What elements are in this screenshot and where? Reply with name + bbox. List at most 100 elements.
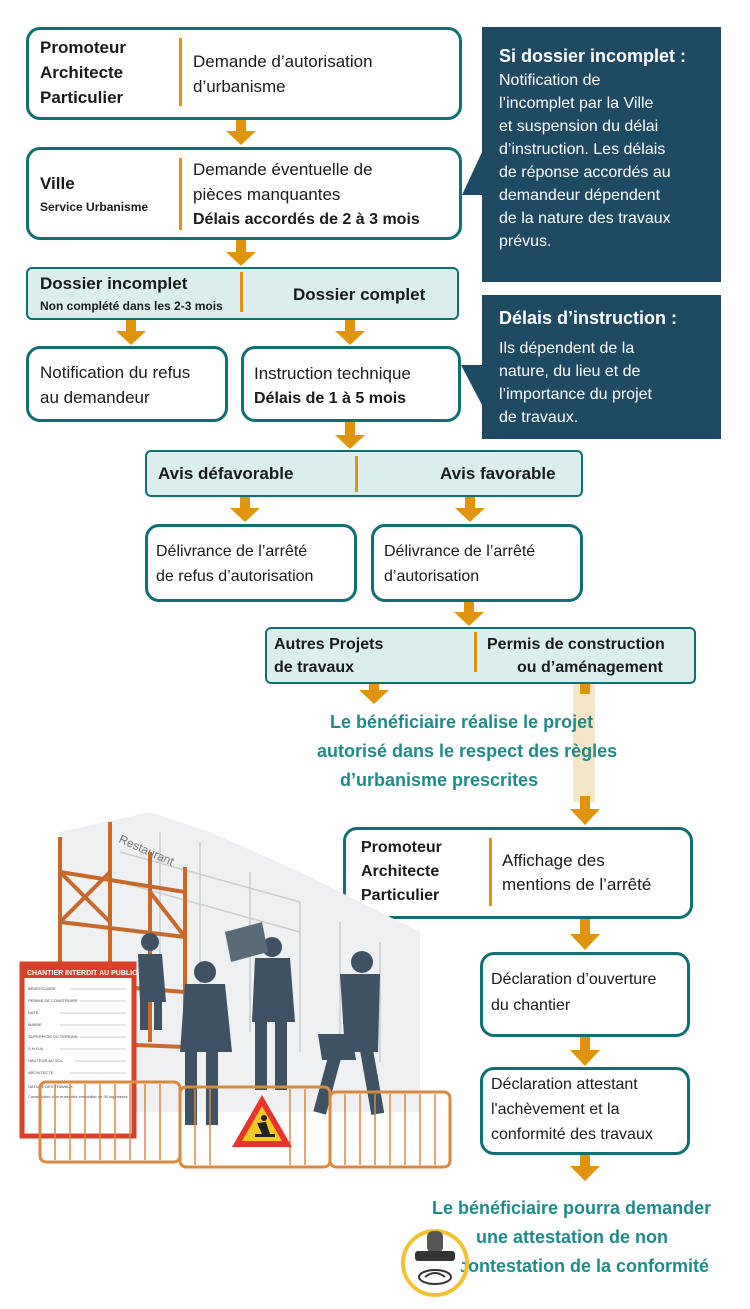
box-text: d’urbanisme [193, 77, 286, 96]
arrow-down [226, 240, 256, 266]
band-left-title: de travaux [274, 659, 355, 676]
separator [179, 158, 182, 230]
actor-line: Promoteur [361, 839, 442, 856]
connector-column [573, 684, 595, 802]
arrow-down [226, 120, 256, 145]
sign-footer: Construction d'un ensemble immobilier de… [28, 1094, 127, 1099]
box-completion [480, 1067, 690, 1155]
note-pointer [462, 150, 483, 195]
box-city-request [26, 147, 462, 240]
box-refusal-notice [26, 346, 228, 422]
arrow-down [230, 497, 260, 522]
actor-line: Particulier [361, 887, 440, 904]
final-line: une attestation de non [476, 1227, 669, 1247]
box-text: Instruction technique [254, 364, 411, 383]
box-text: Déclaration attestant [491, 1076, 638, 1093]
box-text: conformité des travaux [491, 1126, 653, 1143]
realise-line: autorisé dans le respect des règles [317, 741, 618, 761]
box-text: Déclaration d’ouverture [491, 971, 657, 988]
note-line: demandeur dépendent [499, 187, 661, 204]
note-line: de la nature des travaux [499, 210, 671, 227]
box-text: Délivrance de l’arrêté [384, 543, 536, 560]
note-delays: Délais d’instruction : Ils dépendent de … [482, 295, 721, 439]
note-line: l’importance du projet [499, 386, 652, 403]
band-left-title: Dossier incomplet [40, 274, 188, 293]
arrow-down [359, 684, 389, 704]
separator [240, 272, 243, 312]
note-title: Délais d’instruction : [499, 308, 678, 328]
band-right-title: Permis de construction [487, 636, 665, 653]
note-line: Ils dépendent de la [499, 340, 635, 357]
box-bold-text: Délais accordés de 2 à 3 mois [193, 211, 420, 228]
band-left-title: Avis défavorable [158, 464, 294, 483]
box-text: d’autorisation [384, 568, 480, 585]
arrow-down [570, 1155, 600, 1181]
arrow-down [335, 320, 365, 345]
band-left-title: Autres Projets [274, 636, 384, 653]
box-bold-text: Délais de 1 à 5 mois [254, 390, 407, 407]
sign-row: S.H.O.N. [28, 1046, 44, 1051]
box-applicant-request [26, 27, 462, 120]
sign-row: BÉNÉFICIAIRE [28, 986, 56, 991]
actor-line: Architecte [361, 863, 440, 880]
box-text: du chantier [491, 997, 571, 1014]
note-line: de réponse accordés au [499, 164, 671, 181]
note-line: Notification de [499, 72, 601, 89]
construction-illustration: Restaurant CHANTIER INTERDIT AU PUBLIC B… [19, 812, 452, 1169]
arrow-down [570, 796, 600, 825]
note-line: de travaux. [499, 409, 579, 426]
band-opinion [145, 450, 583, 497]
note-title: Si dossier incomplet : [499, 46, 687, 66]
band-right-title: Dossier complet [293, 285, 426, 304]
band-left-sub: Non complété dans les 2-3 mois [40, 299, 223, 313]
note-line: et suspension du délai [499, 118, 659, 135]
note-pointer [461, 365, 482, 405]
note-line: l’incomplet par la Ville [499, 95, 654, 112]
realise-line: d’urbanisme prescrites [340, 770, 539, 790]
box-text: pièces manquantes [193, 185, 341, 204]
box-text: mentions de l’arrêté [502, 875, 652, 894]
box-posting [343, 827, 693, 919]
separator [355, 456, 358, 492]
sign-row: PERMIS DE CONSTRUIRE [28, 998, 78, 1003]
note-line: nature, du lieu et de [499, 363, 641, 380]
sign-row: MAIRIE [28, 1022, 42, 1027]
box-text: Demande éventuelle de [193, 160, 373, 179]
final-line: Le bénéficiaire pourra demander [432, 1198, 712, 1218]
box-text: au demandeur [40, 388, 150, 407]
band-project-type [265, 627, 696, 684]
box-text: l'achèvement et la [491, 1101, 620, 1118]
box-refusal-decree [145, 524, 357, 602]
arrow-down [454, 602, 484, 626]
actor-sub: Service Urbanisme [40, 200, 149, 214]
final-line: contestation de la conformité [458, 1256, 710, 1276]
actor-line: Ville [40, 174, 75, 193]
sign-row: HAUTEUR AU SOL [28, 1058, 64, 1063]
actor-line: Particulier [40, 88, 124, 107]
note-incomplete: Si dossier incomplet : Notification de l… [482, 27, 721, 282]
realise-line: Le bénéficiaire réalise le projet [330, 712, 594, 732]
arrow-down [570, 1037, 600, 1066]
note-line: d’instruction. Les délais [499, 141, 666, 158]
separator [489, 838, 492, 906]
box-text: Délivrance de l’arrêté [156, 543, 308, 560]
sign-row: DATE [28, 1010, 39, 1015]
sign-title: CHANTIER INTERDIT AU PUBLIC [27, 970, 137, 977]
box-site-opening [480, 952, 690, 1037]
band-right-title: Avis favorable [440, 464, 556, 483]
box-text: Affichage des [502, 851, 605, 870]
box-authorization-decree [371, 524, 583, 602]
sign-row: NATURE DES TRAVAUX [28, 1084, 73, 1089]
note-line: prévus. [499, 233, 552, 250]
sign-row: ARCHITECTE [28, 1070, 54, 1075]
band-right-title: ou d’aménagement [517, 659, 663, 676]
arrow-down [570, 919, 600, 950]
arrow-down [580, 684, 590, 694]
box-text: Demande d’autorisation [193, 52, 373, 71]
sign-row: SUPERFICIE DU TERRAIN [28, 1034, 78, 1039]
arrow-down [116, 320, 146, 345]
arrow-down [335, 422, 365, 449]
actor-line: Promoteur [40, 38, 126, 57]
separator [179, 38, 182, 106]
